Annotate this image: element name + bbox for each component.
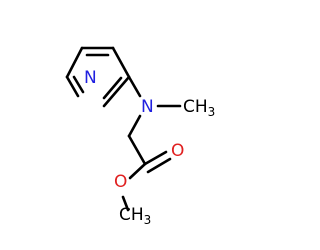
- bond-c5-c6: [65, 75, 80, 98]
- double-bond-n1-c2: [102, 76, 123, 100]
- bond-c4-c5: [65, 46, 84, 79]
- double-bond-c5-c6: [72, 75, 85, 94]
- double-bond-carbonyl-c-o: [146, 157, 172, 174]
- structural-formula: N N CH3 O O CH3: [65, 46, 215, 227]
- atom-carbonyl-o: O: [171, 141, 184, 161]
- methoxy-group-label: CH3: [119, 205, 151, 227]
- bond-amine-n-ch2: [127, 114, 142, 138]
- methoxy-ch: CH: [119, 205, 144, 225]
- atom-pyridine-n: N: [84, 68, 97, 88]
- atom-amine-n: N: [141, 97, 154, 117]
- bond-n1-c2: [102, 75, 131, 108]
- bond-ch2-carbonyl-c: [127, 134, 147, 166]
- bond-ester-o-methoxy: [121, 195, 130, 212]
- methyl-ch: CH: [183, 97, 208, 117]
- bond-carbonyl-c-o: [143, 150, 168, 166]
- methoxy-subscript: 3: [144, 213, 152, 227]
- methyl-group-label: CH3: [183, 97, 215, 119]
- bond-c2-c3: [111, 46, 131, 79]
- atom-ester-o: O: [114, 172, 127, 192]
- bond-carbonyl-c-ester-o: [128, 162, 147, 180]
- pyridine-ring: [65, 46, 131, 108]
- bond-c2-amine-n: [127, 75, 142, 98]
- methyl-subscript: 3: [208, 105, 216, 119]
